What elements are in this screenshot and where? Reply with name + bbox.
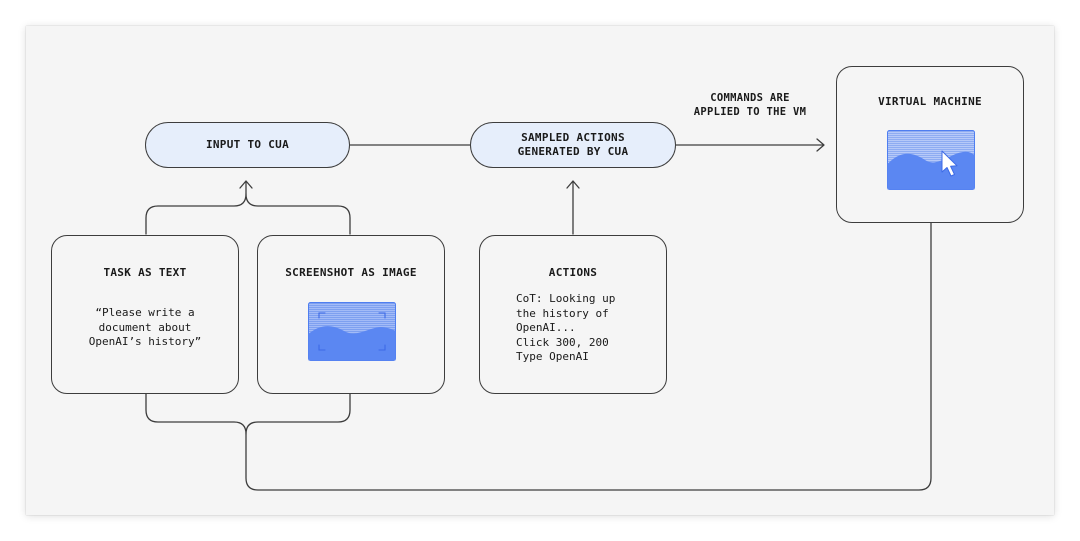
input-to-cua-node: INPUT TO CUA bbox=[145, 122, 350, 168]
virtual-machine-title: VIRTUAL MACHINE bbox=[878, 95, 982, 108]
commands-edge-label: COMMANDS ARE APPLIED TO THE VM bbox=[693, 92, 807, 118]
vm-screen-graphic bbox=[887, 130, 975, 190]
actions-node: ACTIONS CoT: Looking up the history of O… bbox=[479, 235, 667, 394]
sampled-actions-label: SAMPLED ACTIONS GENERATED BY CUA bbox=[517, 131, 629, 158]
diagram-connectors bbox=[145, 138, 932, 491]
image-placeholder-icon bbox=[308, 302, 396, 361]
feedback-loop bbox=[245, 222, 932, 491]
diagram-canvas: INPUT TO CUA SAMPLED ACTIONS GENERATED B… bbox=[26, 26, 1054, 515]
task-prompt-text: “Please write a document about OpenAI’s … bbox=[88, 306, 202, 348]
virtual-machine-node: VIRTUAL MACHINE bbox=[836, 66, 1024, 223]
task-as-text-title: TASK AS TEXT bbox=[103, 266, 187, 279]
task-as-text-node: TASK AS TEXT “Please write a document ab… bbox=[51, 235, 239, 394]
sampled-actions-node: SAMPLED ACTIONS GENERATED BY CUA bbox=[470, 122, 676, 168]
actions-title: ACTIONS bbox=[548, 266, 598, 279]
top-brace bbox=[145, 193, 351, 235]
actions-body-text: CoT: Looking up the history of OpenAI...… bbox=[516, 292, 616, 363]
bottom-brace bbox=[145, 393, 351, 435]
arrowhead-to-sampled bbox=[566, 180, 580, 189]
screenshot-as-image-title: SCREENSHOT AS IMAGE bbox=[285, 266, 417, 279]
arrowhead-to-vm bbox=[816, 138, 825, 152]
input-to-cua-label: INPUT TO CUA bbox=[205, 138, 290, 151]
screenshot-as-image-node: SCREENSHOT AS IMAGE bbox=[257, 235, 445, 394]
cursor-arrow-icon bbox=[941, 150, 958, 177]
arrowhead-to-input bbox=[239, 180, 253, 189]
